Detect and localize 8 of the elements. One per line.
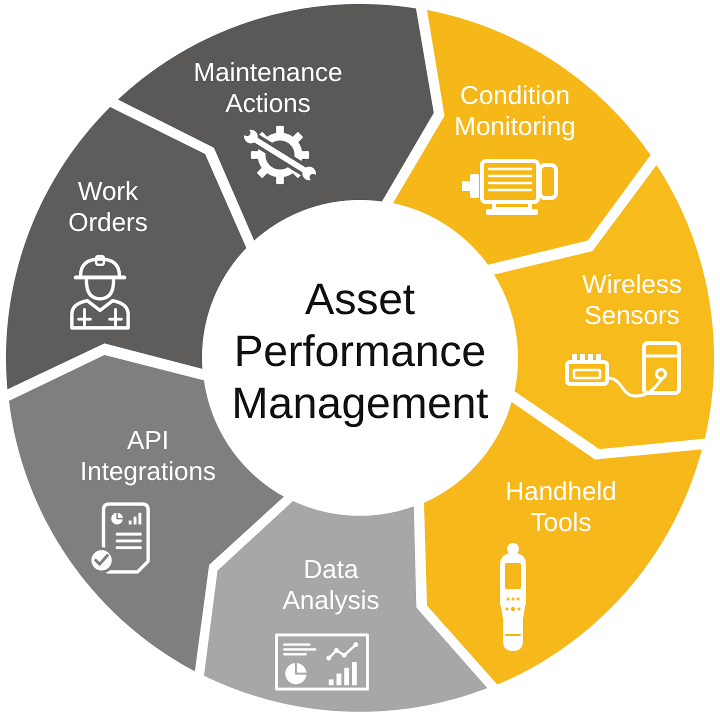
segment-label: Work Orders [68, 176, 148, 238]
segment-label: Handheld Tools [505, 476, 617, 538]
segment-label: Data Analysis [282, 554, 380, 616]
segment-label: API Integrations [80, 425, 216, 488]
segment-label: Maintenance Actions [194, 56, 342, 119]
segment-label: Condition Monitoring [454, 80, 576, 142]
segment-label: Wireless Sensors [582, 269, 682, 332]
center-title: Asset Performance Management [232, 274, 488, 430]
